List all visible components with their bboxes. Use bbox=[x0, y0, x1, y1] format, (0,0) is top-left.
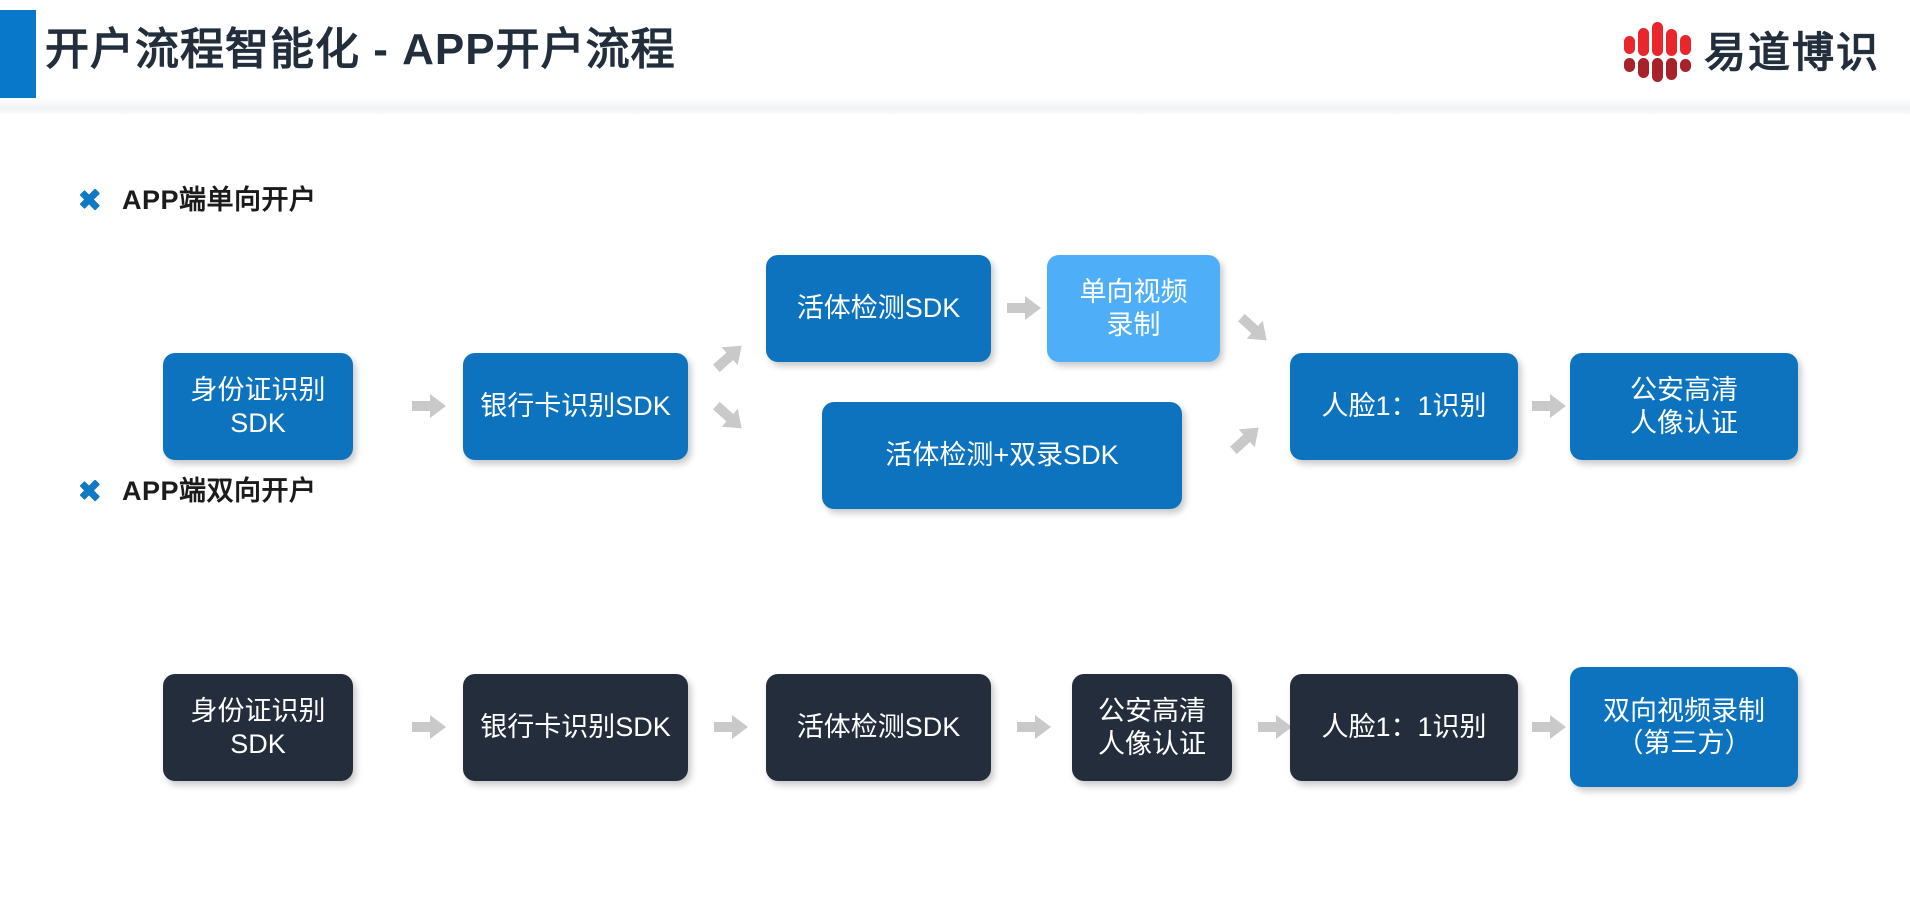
logo-bar-bottom-1 bbox=[1637, 58, 1649, 78]
chevron-right-icon bbox=[80, 472, 106, 506]
flow-arrow-right bbox=[410, 712, 448, 742]
flow-node-app-two-way-m4[interactable]: 公安高清 人像认证 bbox=[1072, 674, 1232, 781]
flow-arrow-right bbox=[1015, 712, 1053, 742]
logo-bar-bottom-0 bbox=[1623, 58, 1635, 72]
logo-bar-top-3 bbox=[1665, 29, 1677, 56]
flow-node-app-one-way-n7[interactable]: 公安高清 人像认证 bbox=[1570, 353, 1798, 460]
flow-arrow-right bbox=[1530, 391, 1568, 421]
flow-arrow-right bbox=[1005, 293, 1043, 323]
flow-node-app-two-way-m2[interactable]: 银行卡识别SDK bbox=[463, 674, 688, 781]
flow-node-app-two-way-m6[interactable]: 双向视频录制 （第三方） bbox=[1570, 667, 1798, 787]
flow-arrow-right bbox=[1256, 712, 1294, 742]
header-accent-bar bbox=[0, 10, 36, 98]
brand-logo: 易道博识 bbox=[1623, 14, 1880, 84]
logo-bar-top-0 bbox=[1623, 36, 1635, 54]
logo-bar-bottom-2 bbox=[1651, 58, 1663, 82]
flow-node-app-one-way-n1[interactable]: 身份证识别SDK bbox=[163, 353, 353, 460]
flow-arrow-down-right bbox=[1235, 314, 1273, 344]
flow-node-app-one-way-n2[interactable]: 银行卡识别SDK bbox=[463, 353, 688, 460]
flow-node-app-one-way-n5[interactable]: 活体检测+双录SDK bbox=[822, 402, 1182, 509]
logo-bar-bottom-4 bbox=[1679, 59, 1691, 72]
logo-bar-top-2 bbox=[1651, 22, 1663, 56]
brand-name: 易道博识 bbox=[1703, 28, 1880, 76]
chevron-right-icon bbox=[80, 181, 106, 215]
flow-arrow-down-right bbox=[710, 402, 748, 432]
flow-node-app-one-way-n3[interactable]: 活体检测SDK bbox=[766, 255, 991, 362]
header-divider bbox=[0, 98, 1910, 114]
yidaoboshi-logo-mark-icon bbox=[1623, 20, 1691, 82]
flow-arrow-right bbox=[1530, 712, 1568, 742]
flow-node-app-two-way-m3[interactable]: 活体检测SDK bbox=[766, 674, 991, 781]
flow-arrow-right bbox=[410, 391, 448, 421]
logo-bar-top-1 bbox=[1637, 28, 1649, 56]
flow-node-app-one-way-n4[interactable]: 单向视频 录制 bbox=[1047, 255, 1220, 362]
section-title: APP端单向开户 bbox=[122, 185, 317, 215]
page-header: 开户流程智能化 - APP开户流程 易道博识 bbox=[0, 0, 1910, 114]
section-title: APP端双向开户 bbox=[122, 476, 317, 506]
logo-bar-bottom-3 bbox=[1665, 58, 1677, 80]
flow-node-app-two-way-m1[interactable]: 身份证识别SDK bbox=[163, 674, 353, 781]
flow-arrow-up-right bbox=[710, 342, 748, 372]
page-title: 开户流程智能化 - APP开户流程 bbox=[45, 25, 676, 74]
flow-arrow-up-right bbox=[1227, 424, 1265, 454]
logo-bar-top-4 bbox=[1679, 35, 1691, 55]
section-header-app-two-way: APP端双向开户 bbox=[80, 469, 317, 508]
flow-node-app-one-way-n6[interactable]: 人脸1：1识别 bbox=[1290, 353, 1518, 460]
section-header-app-one-way: APP端单向开户 bbox=[80, 178, 317, 217]
flow-node-app-two-way-m5[interactable]: 人脸1：1识别 bbox=[1290, 674, 1518, 781]
flow-arrow-right bbox=[712, 712, 750, 742]
